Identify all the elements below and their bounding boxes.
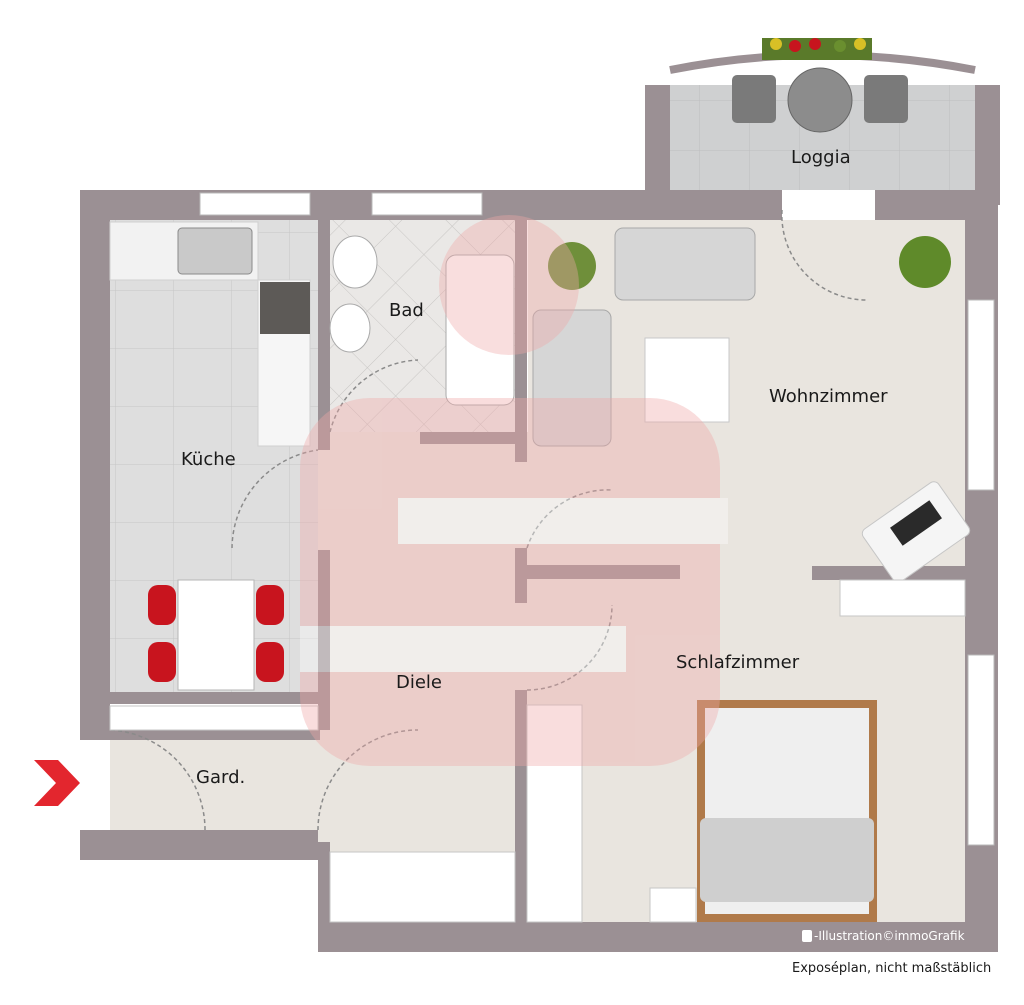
bed-blanket <box>700 818 874 902</box>
hall-closet <box>329 851 516 923</box>
loggia-chair-left <box>732 75 776 123</box>
sofa-top <box>614 227 756 301</box>
plant-right <box>899 236 951 288</box>
room-label-kueche: Küche <box>181 449 236 470</box>
hall-cabinet <box>526 704 583 923</box>
plant-left <box>548 242 596 290</box>
loggia-chair-right <box>864 75 908 123</box>
sparkasse-logo-icon <box>300 215 728 766</box>
wardrobe-shelf <box>109 705 319 731</box>
room-label-bad: Bad <box>389 300 424 321</box>
bathtub <box>445 254 515 406</box>
sofa-side <box>532 309 612 447</box>
illustration-credit: -Illustration©immoGrafik <box>814 929 965 943</box>
kitchen-stove <box>260 282 310 334</box>
loggia-table <box>787 67 853 133</box>
room-label-loggia: Loggia <box>791 147 851 168</box>
room-label-wohnzimmer: Wohnzimmer <box>769 386 888 407</box>
kitchen-sink <box>177 227 253 275</box>
flower-box <box>762 38 872 60</box>
hall-floor <box>318 432 518 842</box>
interior-walls <box>80 200 972 922</box>
room-label-diele: Diele <box>396 672 443 693</box>
wardrobe-floor <box>110 730 320 830</box>
toilet <box>332 235 378 289</box>
dining-chairs <box>148 585 284 682</box>
dining-table <box>177 579 255 691</box>
room-label-schlafzimmer: Schlafzimmer <box>676 652 800 673</box>
bed-nightstand-left <box>649 887 697 923</box>
door-swings <box>109 209 869 831</box>
wardrobe-bedroom <box>839 579 966 617</box>
plan-disclaimer: Exposéplan, nicht maßstäblich <box>792 961 992 976</box>
brand-mini-icon <box>802 930 812 942</box>
entrance-arrow-icon <box>34 760 80 806</box>
windows <box>199 192 995 846</box>
coffee-table <box>644 337 730 423</box>
tv-console <box>861 481 971 583</box>
room-label-garderobe: Gard. <box>196 767 246 788</box>
wash-basin <box>329 303 371 353</box>
